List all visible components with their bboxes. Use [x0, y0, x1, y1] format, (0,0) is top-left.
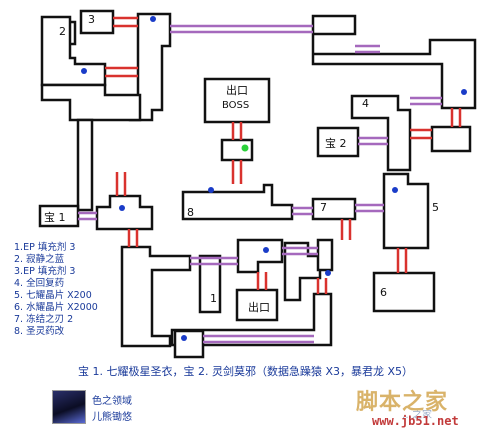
corridor-bottom-right — [170, 292, 333, 347]
purple-door — [410, 96, 442, 106]
map-walls — [38, 9, 477, 359]
purple-door — [282, 246, 318, 256]
author-line-1: 色之领域 — [92, 396, 132, 407]
treasure-1-room — [38, 204, 80, 228]
legend-item: 4. 全回复药 — [14, 278, 65, 289]
red-door — [231, 160, 243, 184]
corridor-top-right — [311, 14, 477, 110]
watermark-url: www.jb51.net — [372, 414, 459, 428]
corridor-near-7 — [316, 238, 334, 272]
treasure-1-label: 宝 1 — [44, 211, 66, 224]
legend-item: 2. 寂静之蓝 — [14, 254, 65, 265]
blue-dot-marker — [392, 187, 398, 193]
blue-dot-marker — [325, 270, 331, 276]
room-8 — [181, 183, 294, 221]
red-door — [127, 229, 139, 247]
purple-door — [355, 44, 380, 54]
legend-item: 5. 七耀晶片 X200 — [14, 290, 92, 301]
treasure-2-room — [316, 126, 360, 158]
red-door — [410, 128, 432, 140]
exit-top-label: 出口 — [226, 84, 248, 97]
blue-dot-marker — [181, 335, 187, 341]
blue-dot-marker — [150, 16, 156, 22]
purple-door — [355, 203, 384, 213]
blue-dot-marker — [81, 68, 87, 74]
room-label-7: 7 — [320, 201, 327, 214]
legend-item: 1.EP 填充剂 3 — [14, 242, 76, 253]
blue-dot-marker — [119, 205, 125, 211]
purple-door — [203, 334, 314, 344]
legend-item: 8. 圣灵药改 — [14, 326, 65, 337]
boss-label: BOSS — [222, 100, 250, 111]
treasure-caption: 宝 1. 七耀极星圣衣，宝 2. 灵剑莫邪（数据急躁猿 X3，暴君龙 X5） — [78, 365, 414, 378]
watermark-logo: 脚本之家 — [356, 390, 449, 415]
legend-item: 7. 冻结之刃 2 — [14, 314, 74, 325]
red-door — [115, 172, 127, 196]
author-avatar — [52, 390, 86, 424]
blue-dot-marker — [461, 89, 467, 95]
purple-door — [78, 211, 97, 221]
purple-door — [170, 24, 313, 34]
room-center-bottom — [236, 238, 284, 274]
blue-dots — [81, 16, 467, 341]
red-door — [105, 66, 138, 78]
purple-doors — [78, 24, 442, 344]
room-label-3: 3 — [88, 13, 95, 26]
exit-boss-room — [203, 77, 271, 124]
purple-door — [292, 206, 313, 216]
room-label-6: 6 — [380, 286, 387, 299]
corridor-upper-junction — [40, 83, 142, 122]
room-label-4: 4 — [362, 97, 369, 110]
exit-bottom-label: 出口 — [248, 301, 270, 314]
red-door — [340, 219, 352, 240]
author-line-2: 儿熊锄悠 — [92, 412, 132, 423]
room-right-box — [430, 125, 472, 153]
room-label-2: 2 — [59, 25, 66, 38]
red-door — [450, 108, 462, 127]
green-dot-marker — [241, 144, 249, 152]
room-center-right — [283, 241, 322, 302]
legend-item: 3.EP 填充剂 3 — [14, 266, 76, 277]
room-5 — [382, 172, 430, 250]
watermark-faded: …之家 — [402, 410, 432, 421]
room-label-8: 8 — [187, 206, 194, 219]
blue-dot-marker — [208, 187, 214, 193]
room-hub-left — [95, 194, 154, 231]
legend-item: 6. 水耀晶片 X2000 — [14, 302, 98, 313]
blue-dot-marker — [263, 247, 269, 253]
room-1 — [198, 254, 222, 314]
purple-door — [190, 256, 238, 266]
treasure-2-label: 宝 2 — [325, 137, 347, 150]
purple-door — [358, 136, 388, 146]
red-doors — [105, 16, 462, 294]
red-door — [113, 16, 138, 28]
corridor-bottom-left — [120, 245, 192, 348]
room-bottom-small — [173, 329, 205, 359]
red-door — [316, 278, 328, 294]
room-3-box — [79, 9, 115, 35]
red-door — [256, 272, 268, 290]
red-door — [396, 248, 408, 273]
room-6 — [372, 271, 436, 313]
room-4 — [350, 94, 412, 172]
room-label-1: 1 — [210, 292, 217, 305]
corridor-left-vertical — [76, 118, 94, 212]
red-door — [231, 122, 243, 140]
room-label-5: 5 — [432, 201, 439, 214]
